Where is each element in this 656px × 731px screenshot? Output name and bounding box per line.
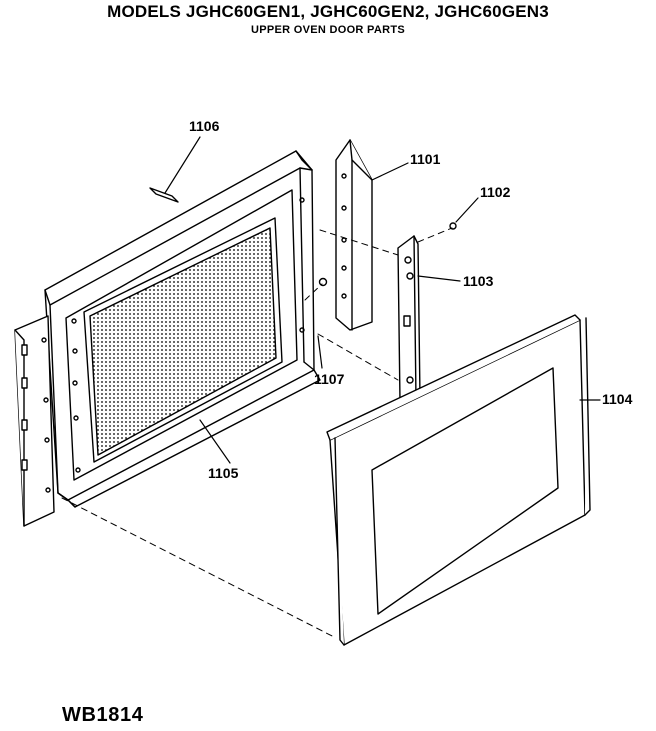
- part-label-1105: 1105: [208, 465, 239, 481]
- diagram-subtitle: UPPER OVEN DOOR PARTS: [250, 24, 405, 36]
- nut-1107: [318, 277, 328, 287]
- hinge-channel-1101: [335, 139, 373, 331]
- screw-1102: [449, 222, 457, 230]
- pin-1106: [149, 187, 179, 203]
- mounting-bracket: [14, 315, 55, 527]
- side-rail-1103: [397, 235, 421, 411]
- part-label-1102: 1102: [480, 184, 511, 200]
- part-label-1106: 1106: [189, 118, 220, 134]
- part-label-1101: 1101: [410, 151, 441, 167]
- part-label-1103: 1103: [463, 273, 494, 289]
- mesh-window: [89, 227, 277, 456]
- diagram-title: MODELS JGHC60GEN1, JGHC60GEN2, JGHC60GEN…: [107, 2, 549, 21]
- reference-code: WB1814: [62, 704, 144, 726]
- glass-panel-1104: [326, 314, 591, 646]
- part-label-1104: 1104: [602, 391, 633, 407]
- part-label-1107: 1107: [314, 371, 345, 387]
